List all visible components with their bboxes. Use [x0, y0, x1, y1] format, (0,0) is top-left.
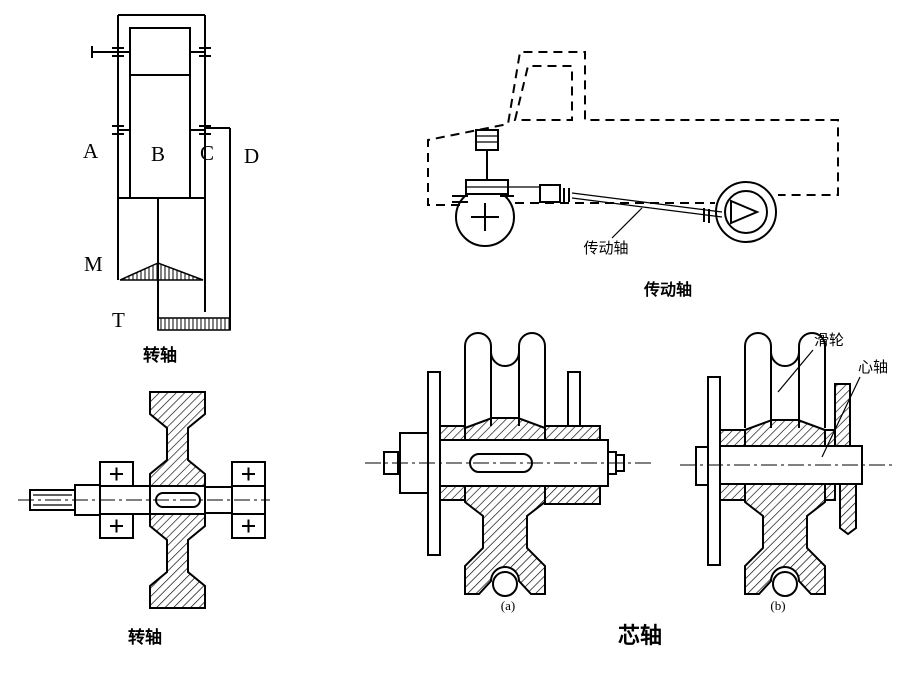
bevel-gear-m — [119, 262, 204, 281]
drive-shaft-edge — [571, 192, 723, 213]
rear-wheel-hub — [724, 190, 768, 234]
subfigure-a-label: (a) — [501, 598, 515, 613]
left-sleeve-upper — [719, 429, 746, 447]
left-washer — [695, 446, 709, 486]
rear-universal-joint — [703, 208, 710, 223]
drive-shaft-label: 传动轴 — [583, 239, 628, 257]
subfigure-b-label: (b) — [770, 598, 785, 613]
gear-lower-section — [149, 513, 206, 609]
gear-block-b — [129, 27, 191, 199]
rope-circle — [492, 571, 518, 597]
spindle-label: 心轴 — [858, 358, 888, 376]
rear-wheel-rim — [715, 181, 777, 243]
cab-window — [513, 65, 573, 121]
input-shaft — [91, 46, 205, 131]
rope-circle — [772, 571, 798, 597]
right-sleeve-upper — [544, 425, 601, 441]
gear-t — [157, 317, 231, 331]
right-sleeve-lower — [544, 485, 601, 505]
rear-differential — [730, 199, 760, 225]
gearbox-schematic: A B C D M T 转轴 — [83, 14, 259, 366]
shaft-gear-caption: 转轴 — [128, 627, 162, 648]
drive-shaft-leader — [611, 207, 643, 239]
pulley-left-flange — [464, 332, 492, 426]
front-axle-marks — [452, 195, 514, 203]
bearing-top — [231, 461, 266, 487]
engine-piston — [475, 129, 499, 151]
rear-wheel — [715, 181, 777, 243]
spindle-caption: 芯轴 — [618, 623, 662, 649]
label-c: C — [200, 141, 214, 165]
pulley-lower-section — [464, 485, 546, 595]
drive-shaft-edge — [571, 197, 723, 218]
pulley-label: 滑轮 — [814, 331, 844, 349]
right-bracket-plate — [567, 371, 581, 427]
spindle-leader — [821, 376, 861, 458]
left-sleeve-lower — [439, 485, 466, 501]
label-d: D — [244, 144, 259, 168]
front-universal-joint — [563, 188, 570, 202]
right-sleeve-lower — [824, 483, 836, 501]
right-bracket-lower — [839, 483, 857, 536]
pulley-left-flange — [744, 332, 772, 428]
gear-upper-section — [149, 391, 206, 487]
rotating-shaft-with-gear: 转轴 — [18, 391, 270, 648]
left-sleeve-lower — [719, 483, 746, 501]
left-bearing — [99, 461, 134, 539]
pulley-hub-upper — [744, 419, 826, 447]
left-bracket-plate — [707, 376, 721, 566]
engine — [465, 129, 540, 195]
pulley-groove-arc — [490, 351, 520, 367]
spindle-pulley-b: 滑轮 心轴 (b) — [680, 331, 895, 613]
bearing-marks — [112, 47, 211, 135]
pulley-hub-upper — [464, 417, 546, 441]
label-t: T — [112, 308, 125, 332]
truck-caption: 传动轴 — [643, 280, 692, 299]
pulley-lower-section — [744, 483, 826, 595]
label-a: A — [83, 139, 99, 163]
truck-diagram: 传动轴 传动轴 — [427, 51, 839, 299]
pulley-leader — [777, 349, 814, 393]
label-m: M — [84, 252, 103, 276]
left-sleeve-upper — [439, 425, 466, 441]
pulley-groove-arc — [770, 351, 800, 367]
drive-shaft — [571, 192, 723, 218]
truck-body-outline — [427, 51, 839, 206]
spindle-pulley-a: (a) — [365, 332, 655, 613]
transmission-box — [539, 184, 561, 203]
label-b: B — [151, 142, 165, 166]
pulley-right-flange — [798, 332, 826, 428]
gearbox-caption: 转轴 — [143, 345, 177, 366]
right-bearing — [231, 461, 266, 539]
pulley-right-flange — [518, 332, 546, 426]
